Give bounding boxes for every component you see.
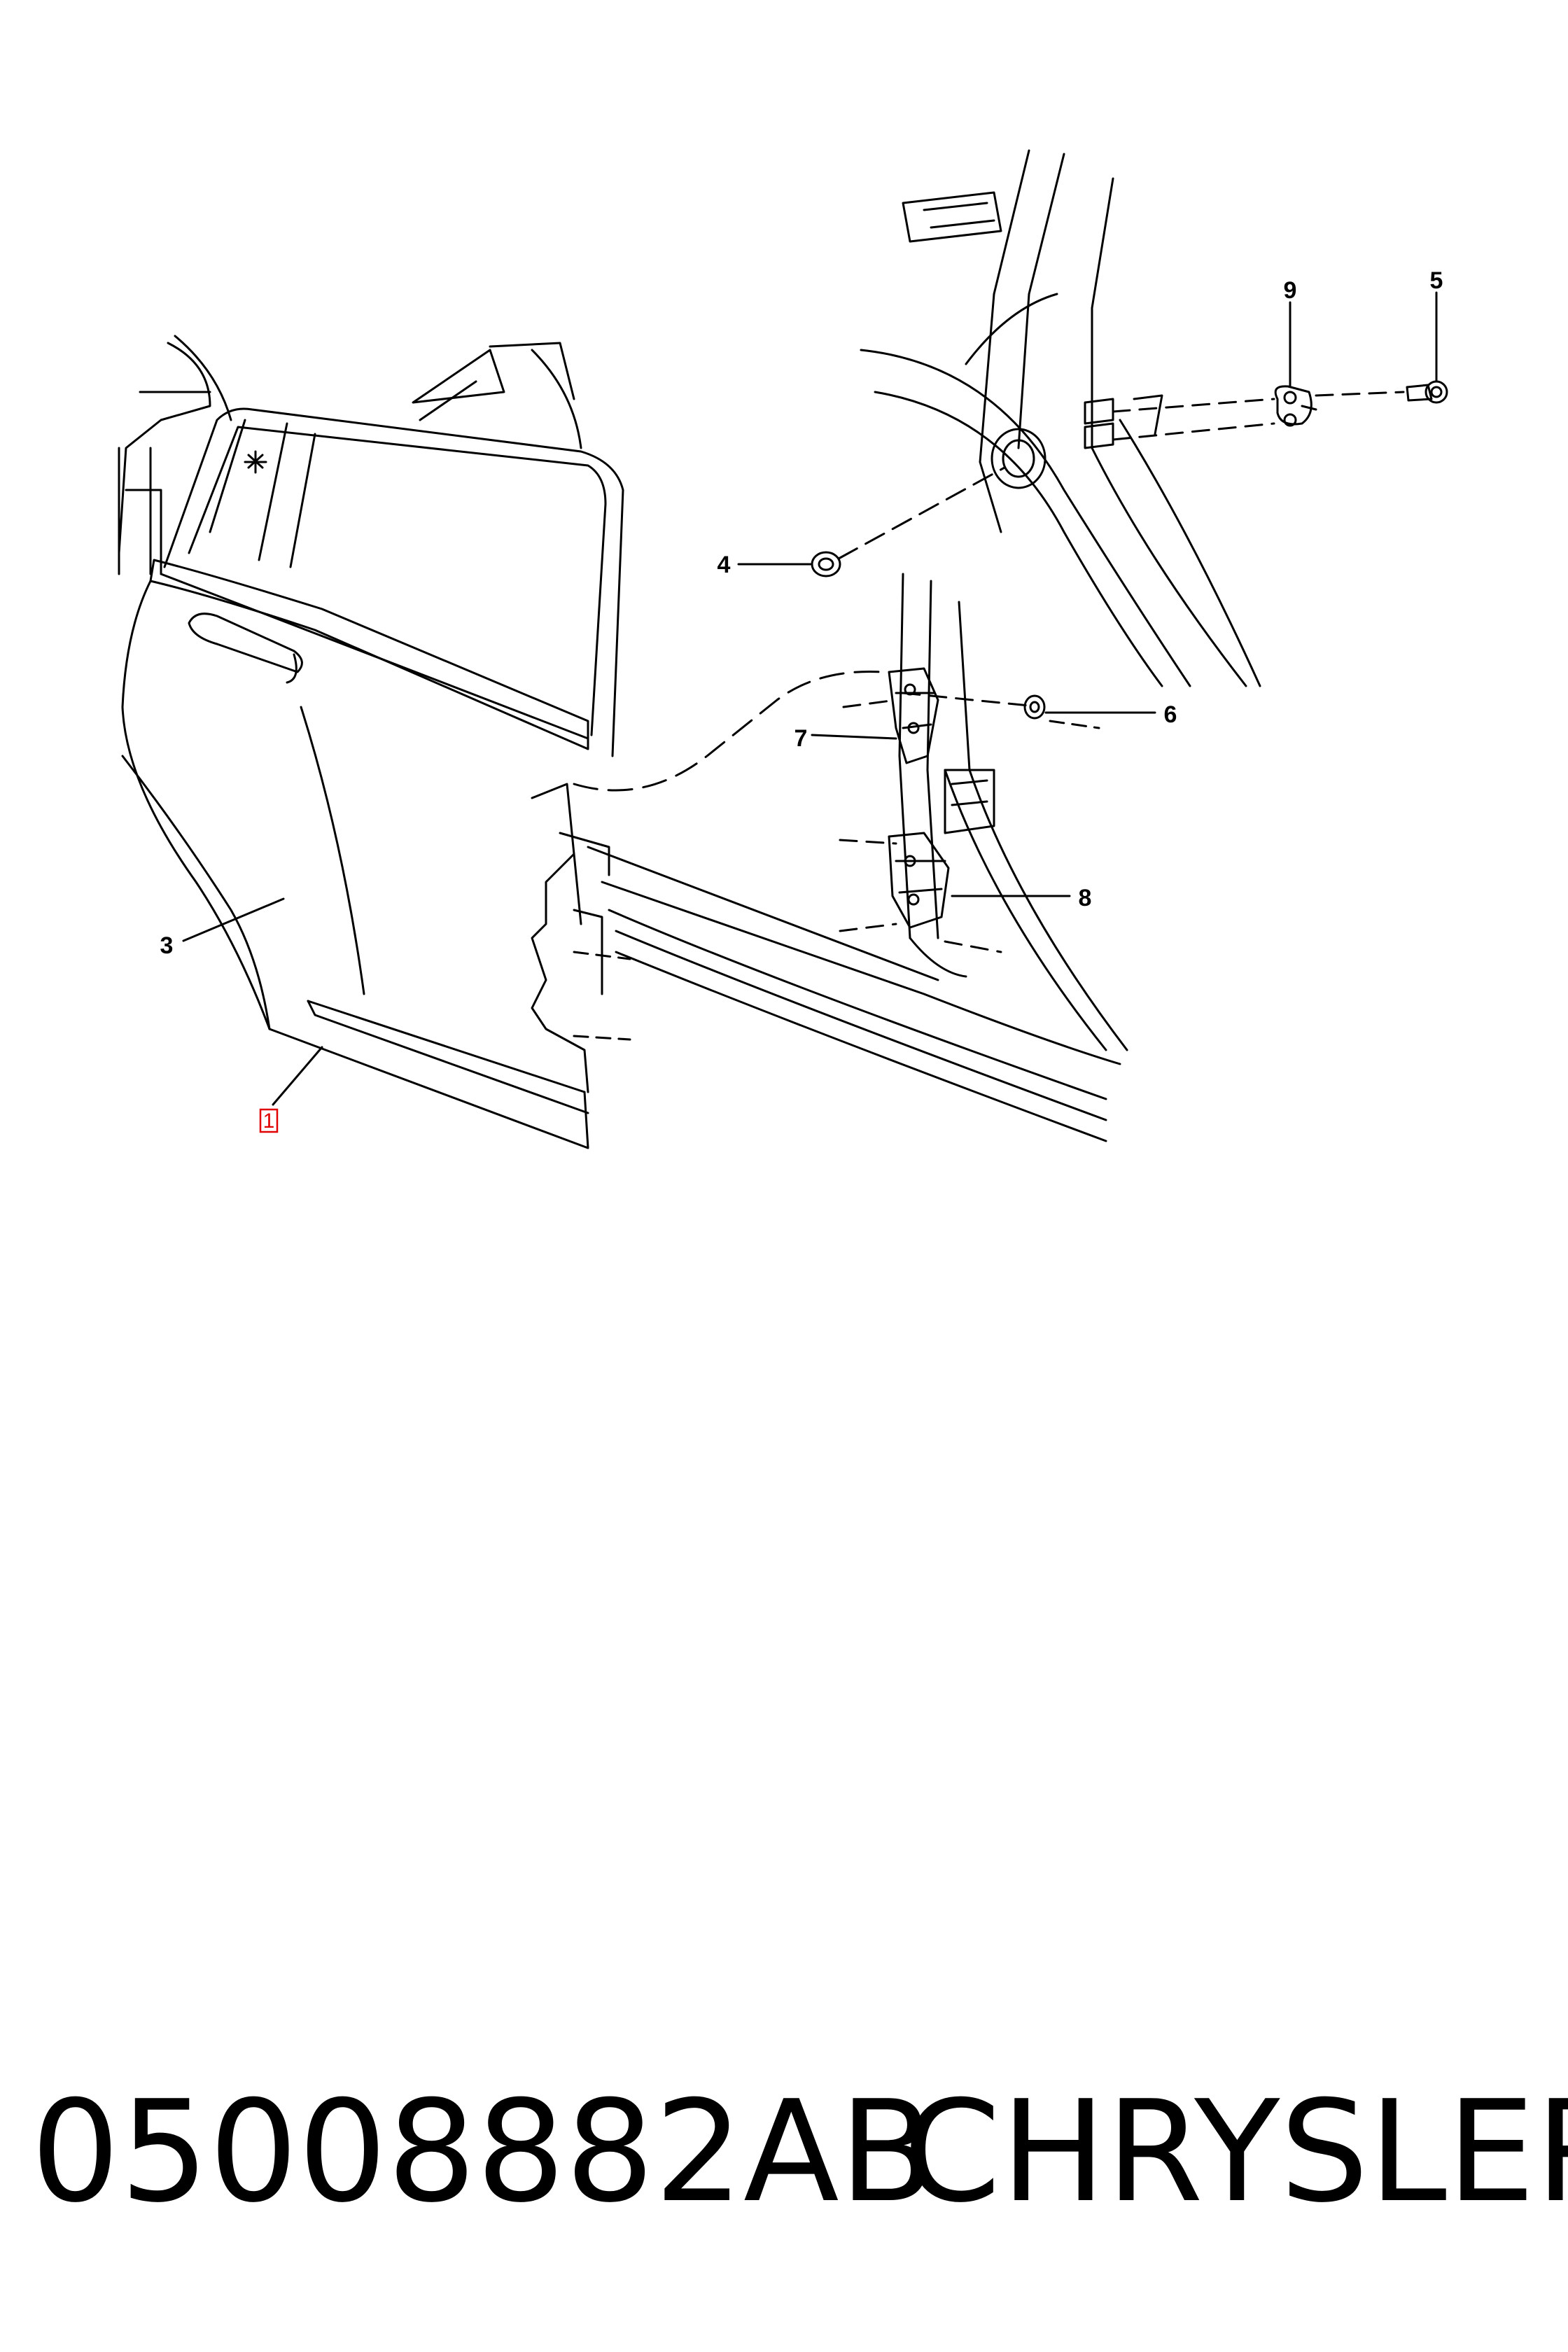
hinge-nut: [1023, 694, 1046, 720]
upper-body-pillar: [860, 149, 1261, 687]
callout-7: 7: [794, 725, 808, 752]
part-number: 05008882AB: [31, 2071, 935, 2234]
upper-door-hinge: [888, 667, 939, 764]
leader-line-1: [272, 1046, 323, 1106]
callout-4: 4: [718, 552, 731, 578]
callout-1-box: [259, 1108, 279, 1133]
rear-door-assembly: [118, 335, 624, 1149]
callout-9: 9: [1284, 277, 1297, 304]
callout-5: 5: [1430, 267, 1443, 294]
callout-8: 8: [1079, 885, 1092, 911]
parts-diagram: 1 3 4 5 6 7 8 9: [118, 149, 1448, 1149]
callout-6: 6: [1164, 701, 1177, 728]
leader-line-7: [811, 734, 897, 740]
hole-plug: [811, 551, 841, 578]
striker-bolt: [1406, 380, 1448, 404]
callout-1: 1: [263, 1110, 275, 1133]
door-striker: [1274, 385, 1317, 427]
callout-3: 3: [160, 932, 174, 959]
leader-line-3: [182, 897, 285, 942]
hinge-pillar-body: [587, 573, 1128, 1142]
lower-door-hinge: [888, 832, 950, 929]
brand-name: CHRYSLER: [903, 2071, 1568, 2234]
